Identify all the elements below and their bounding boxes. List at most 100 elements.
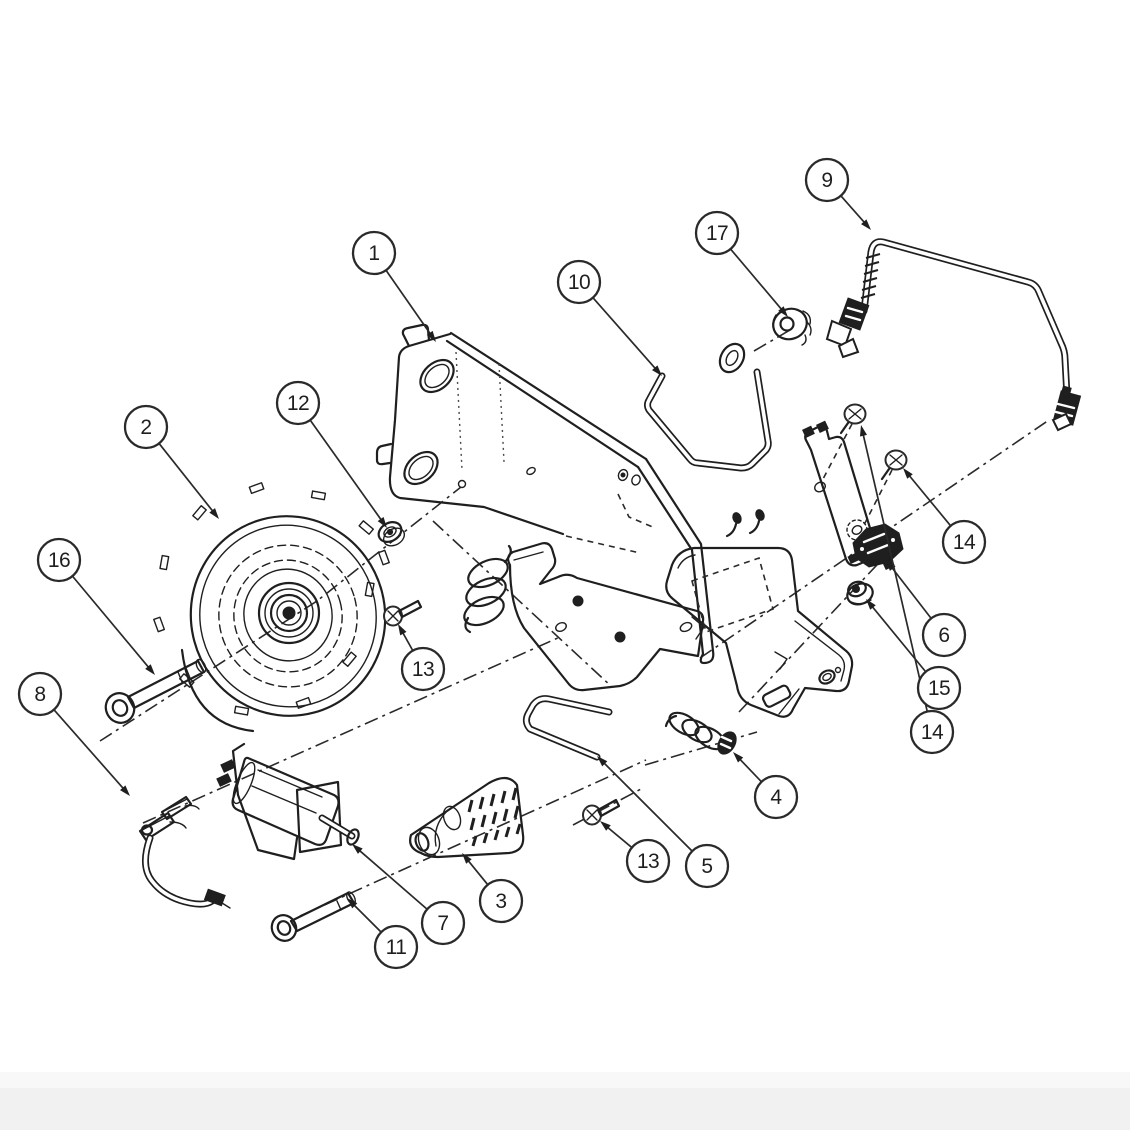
bail-rod [644,342,772,472]
disc-rim-slots [153,482,390,716]
callout-14-phillips-screw-lower: 14 [903,468,987,565]
callout-number: 10 [568,271,590,294]
leader-arrowhead [209,508,219,519]
callout-balloon [804,157,850,203]
leader-line [888,564,932,619]
leader-arrowhead [886,560,896,571]
wire-harness [825,238,1082,432]
torsion-spring-center [463,544,512,634]
callout-number: 9 [821,169,832,192]
callout-number: 17 [706,222,728,245]
leader-line [158,442,216,515]
callout-balloon [921,612,967,658]
callout-number: 15 [928,677,950,700]
callout-balloon [625,838,671,884]
leader-line [729,248,785,313]
harness-connector-top [825,297,870,359]
leader-line [861,430,929,712]
assembly-axis-lines [99,329,1050,917]
callout-number: 16 [48,549,70,572]
callout-balloon [36,537,82,583]
flange-nut [377,521,406,547]
leader-line [736,755,763,783]
callout-balloon [420,900,466,946]
callout-balloon [478,878,524,924]
callout-number: 11 [386,936,407,959]
grommet-bushing [772,307,812,346]
clutch-disc [153,482,390,733]
callout-balloon [694,210,740,256]
callout-9-wire-harness: 9 [804,157,871,230]
callout-14-phillips-screw-upper: 14 [859,425,955,755]
leader-arrowhead [733,752,744,763]
callout-balloon [351,230,397,276]
mounting-bracket [375,323,715,665]
u-shaped-rod [522,695,613,761]
callout-balloon [916,665,962,711]
leader-line [906,472,952,527]
leader-line [465,857,489,886]
solenoid [216,742,360,861]
callout-10-bail-rod: 10 [556,259,662,376]
callout-number: 13 [412,658,434,681]
leader-arrowhead [347,898,358,909]
cover-plate [665,546,854,718]
coil-spring [664,711,737,755]
leader-arrowhead [377,516,387,528]
callout-12-flange-nut: 12 [275,380,387,528]
callout-number: 5 [701,855,712,878]
callout-number: 2 [140,416,151,439]
leader-arrowhead [426,330,436,342]
leader-line [350,901,382,933]
callout-number: 12 [287,392,309,415]
callout-number: 7 [437,912,448,935]
leader-arrowhead [600,821,611,831]
leader-line [600,759,693,852]
callout-balloon [400,646,446,692]
callout-15-lock-nut: 15 [866,599,962,711]
mounting-plate [506,542,705,692]
screw-lower-center [582,798,621,826]
harness-connector-bottom [1051,385,1082,432]
solenoid-plunger [318,814,360,846]
callout-6-terminal-block: 6 [886,560,967,658]
cotter-pins [617,468,765,538]
callout-3-cone-boot: 3 [462,853,524,924]
leader-arrowhead [398,624,407,636]
callout-balloon [123,404,169,450]
leader-arrowhead [866,599,876,610]
leader-line [71,575,152,671]
screw-upper-left [383,599,423,627]
leader-arrowhead [145,664,155,675]
callout-7-solenoid: 7 [352,844,466,946]
bolt-long [104,658,207,724]
callout-balloon [909,709,955,755]
callout-17-grommet-bushing: 17 [694,210,788,317]
leader-arrowhead [903,468,913,479]
callout-number: 14 [921,721,944,744]
leader-line [840,195,868,227]
leader-arrowhead [462,853,472,864]
callout-number: 3 [495,890,506,913]
callout-5-u-shaped-rod: 5 [597,756,730,889]
leader-arrowhead [352,844,363,854]
leader-arrowhead [778,306,788,317]
callout-balloon [17,671,63,717]
leader-arrowhead [652,365,662,376]
callout-number: 8 [34,683,45,706]
leader-line [604,824,633,849]
callout-11-bolt-short: 11 [347,898,419,970]
leader-line [869,603,927,673]
callout-13-screw-upper-left: 13 [398,624,446,692]
callout-number: 6 [938,624,949,647]
callout-number: 14 [953,531,976,554]
callout-16-bolt-long: 16 [36,537,155,675]
callout-2-clutch-disc: 2 [123,404,219,519]
lock-nut [846,580,874,606]
bottom-band [0,1072,1130,1130]
callout-balloon [275,380,321,426]
leader-arrowhead [120,785,130,796]
